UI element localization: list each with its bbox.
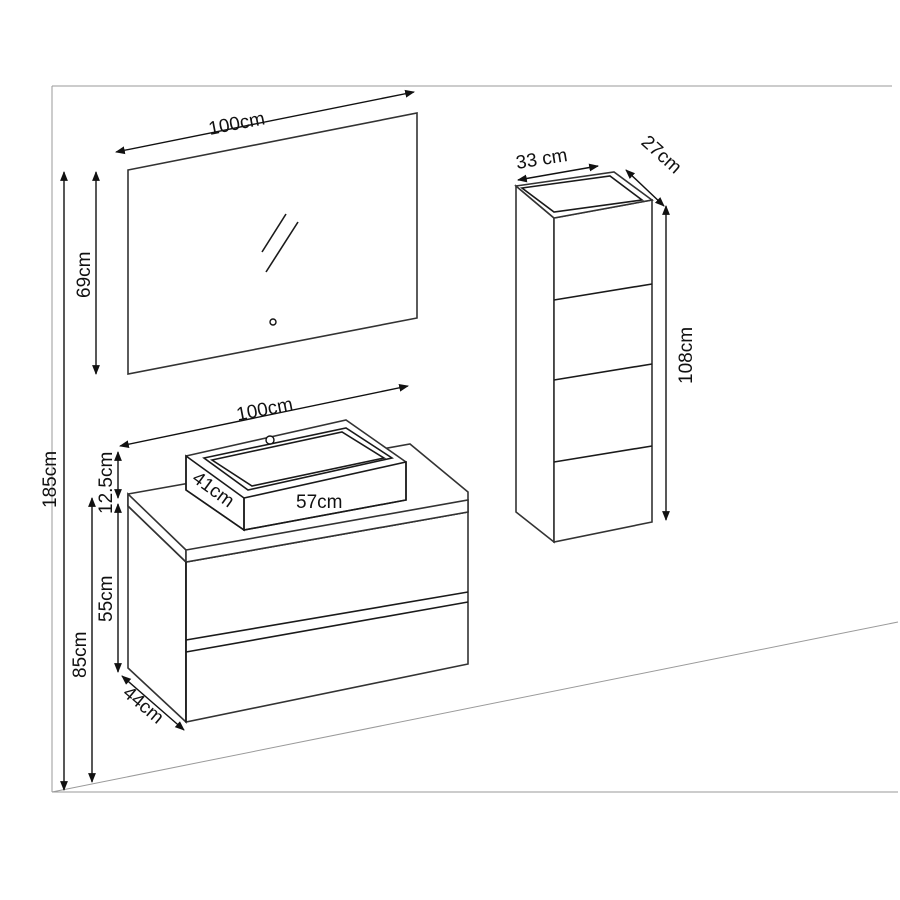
mirror-width-label: 100cm	[207, 108, 267, 139]
basin-height-label: 12.5cm	[96, 452, 117, 514]
total-height-label: 185cm	[40, 451, 61, 508]
mirror-touch-sensor-icon	[269, 318, 277, 326]
mirror	[127, 112, 418, 375]
dimension-lines	[60, 89, 670, 791]
cabinet-width-label: 100cm	[235, 394, 295, 425]
floor-to-top-label: 85cm	[70, 632, 91, 678]
column-width-label: 33 cm	[515, 145, 569, 174]
vanity-height-label: 55cm	[96, 576, 117, 622]
wall-outline	[51, 85, 899, 793]
column-depth-label: 27cm	[637, 132, 686, 179]
basin-width-label: 57cm	[296, 492, 342, 513]
mirror-height-label: 69cm	[74, 252, 95, 298]
column-cabinet	[514, 171, 654, 544]
column-height-label: 108cm	[676, 327, 697, 384]
